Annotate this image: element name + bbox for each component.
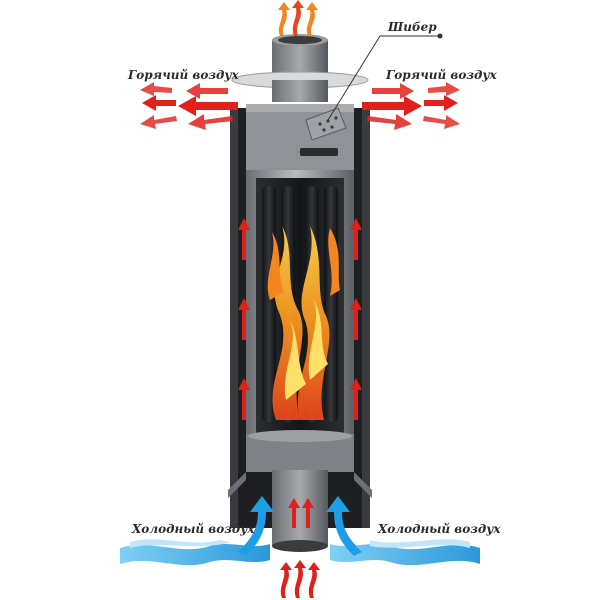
- hot-air-arrow-icon: [362, 82, 460, 130]
- damper-leader-line: [327, 35, 381, 121]
- flame-icon: [267, 226, 340, 420]
- cold-air-wave-left: [120, 539, 270, 566]
- damper-label: Шибер: [388, 20, 437, 34]
- damper-icon: [305, 107, 347, 141]
- hot-air-arrow-icon: [140, 82, 238, 130]
- cold-air-arrow-icon: [238, 496, 362, 556]
- hot-air-arrow-icon: [280, 498, 320, 598]
- hot-air-arrow-icon: [278, 0, 318, 36]
- lower-flare: [228, 472, 372, 498]
- hot-air-label-right: Горячий воздух: [386, 68, 497, 82]
- hot-air-label-left: Горячий воздух: [128, 68, 239, 82]
- cold-air-wave-right: [330, 539, 480, 566]
- hot-air-arrow-icon: [238, 218, 362, 420]
- cold-air-label-left: Холодный воздух: [132, 522, 255, 536]
- cold-air-label-right: Холодный воздух: [378, 522, 501, 536]
- top-collar: [231, 71, 369, 102]
- damper-leader-dot: [437, 33, 443, 39]
